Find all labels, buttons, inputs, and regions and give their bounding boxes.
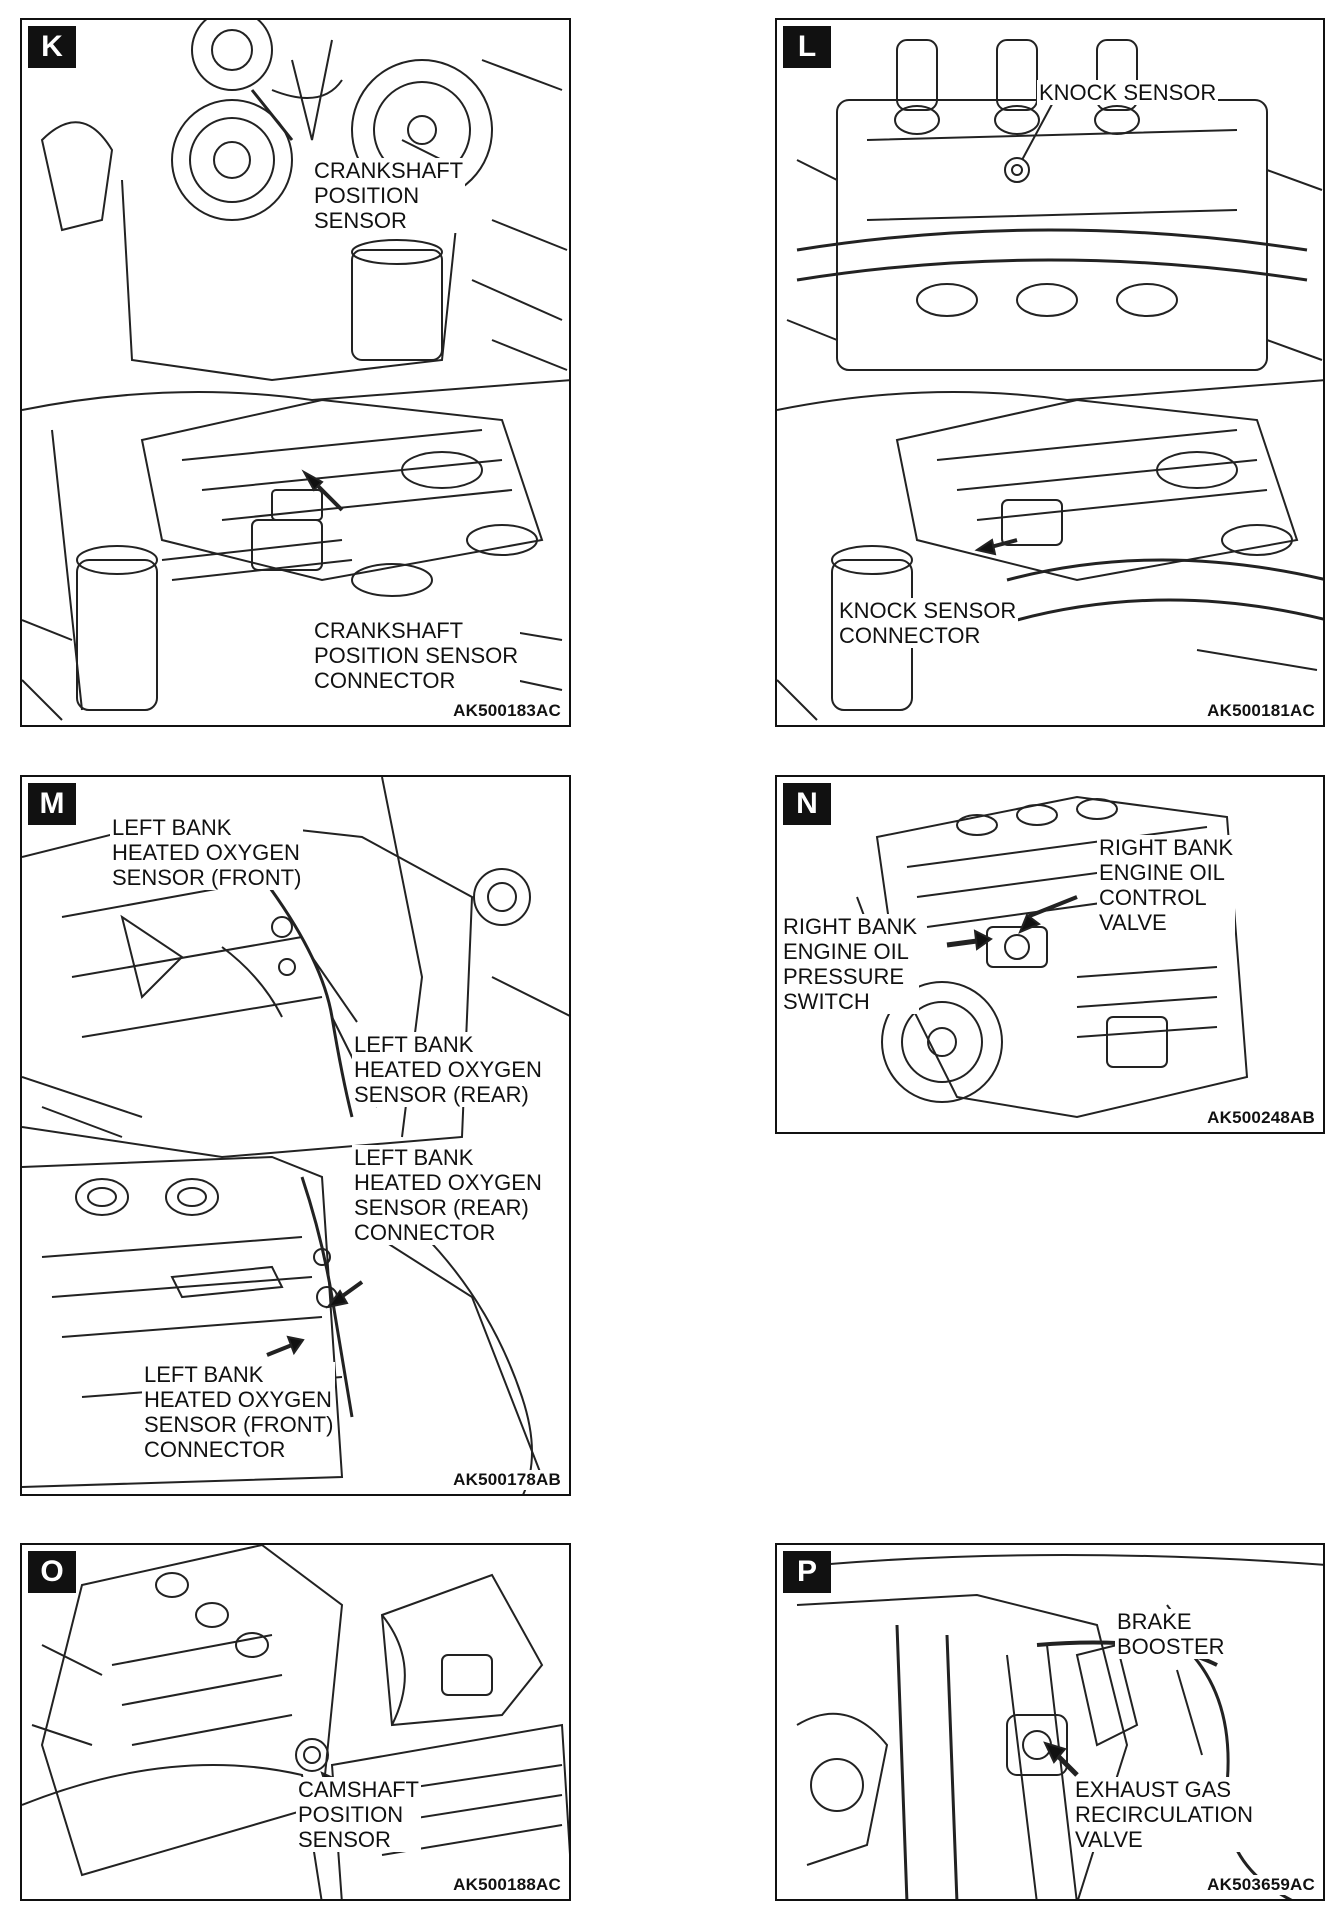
figure-code: AK500178AB — [451, 1470, 563, 1490]
panel-letter-badge: L — [783, 26, 831, 68]
figure-code: AK500181AC — [1205, 701, 1317, 721]
figure-code: AK500188AC — [451, 1875, 563, 1895]
panel-letter-badge: M — [28, 783, 76, 825]
knock-sensor-label: KNOCK SENSOR — [1037, 80, 1219, 105]
figure-code: AK503659AC — [1205, 1875, 1317, 1895]
panel-letter-badge: N — [783, 783, 831, 825]
panel-letter-badge: P — [783, 1551, 831, 1593]
panel-letter-badge: K — [28, 26, 76, 68]
engine-illustration-l — [777, 39, 1323, 721]
engine-illustration-m — [22, 777, 569, 1494]
figure-code: AK500183AC — [451, 701, 563, 721]
panel-letter-badge: O — [28, 1551, 76, 1593]
figure-code: AK500248AB — [1205, 1108, 1317, 1128]
